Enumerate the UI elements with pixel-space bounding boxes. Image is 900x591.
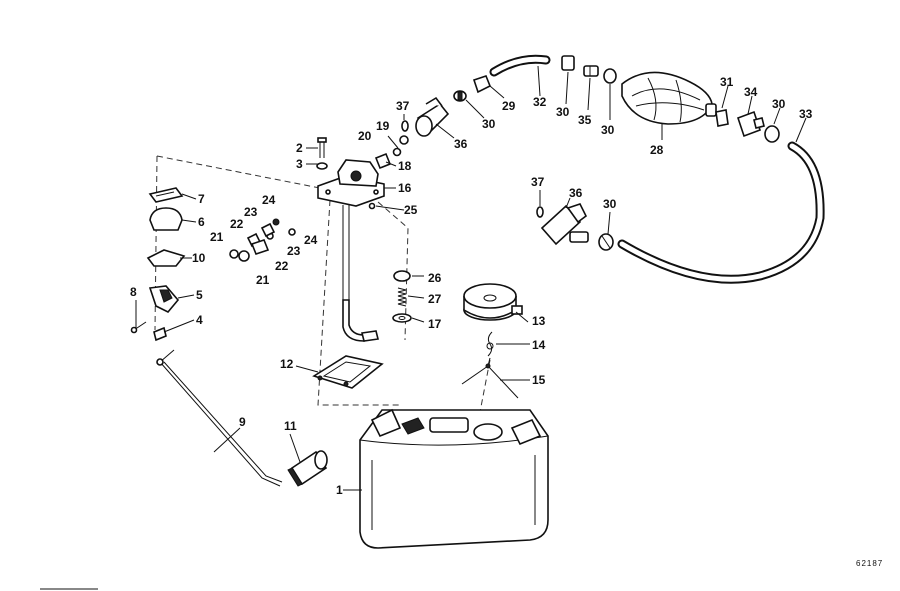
primer-bulb-part-28[interactable]	[621, 71, 717, 125]
connector-part-36-upper[interactable]	[415, 96, 450, 137]
retainer-part-15[interactable]	[461, 357, 519, 399]
gauge-housing-part-5[interactable]	[148, 285, 180, 313]
fitting-part-22-b[interactable]	[250, 239, 270, 255]
label-part-21-b: 21	[256, 273, 270, 287]
label-part-24-b: 24	[304, 233, 318, 247]
fitting-part-31[interactable]	[715, 109, 729, 127]
label-part-24-a: 24	[262, 193, 276, 207]
fitting-part-21-a[interactable]	[229, 249, 239, 259]
label-part-13: 13	[532, 314, 546, 328]
label-part-8: 8	[130, 285, 137, 299]
fitting-part-30-a[interactable]	[453, 90, 467, 102]
reference-number: 62187	[856, 559, 883, 568]
label-part-10: 10	[192, 251, 206, 265]
label-part-7: 7	[198, 192, 205, 206]
fitting-part-30-b[interactable]	[561, 55, 575, 71]
label-part-19: 19	[376, 119, 390, 133]
clip-part-7[interactable]	[148, 187, 184, 203]
nut-part-4[interactable]	[153, 326, 167, 342]
label-part-12: 12	[280, 357, 294, 371]
screw-part-8[interactable]	[130, 321, 147, 334]
label-part-18: 18	[398, 159, 412, 173]
float-arm-part-9[interactable]	[156, 349, 283, 487]
oring-part-19[interactable]	[399, 135, 409, 145]
label-part-3: 3	[296, 157, 303, 171]
label-part-32: 32	[533, 95, 547, 109]
label-part-30-e: 30	[603, 197, 617, 211]
fitting-part-30-d[interactable]	[764, 125, 780, 143]
label-part-5: 5	[196, 288, 203, 302]
gasket-plate-part-12[interactable]	[312, 355, 384, 389]
fitting-part-30-c[interactable]	[603, 68, 617, 84]
label-part-36-a: 36	[454, 137, 468, 151]
oring-part-37-upper[interactable]	[401, 120, 409, 132]
gasket-part-10[interactable]	[146, 249, 186, 267]
washer-part-17[interactable]	[392, 313, 412, 323]
spring-part-27[interactable]	[397, 287, 407, 307]
cover-part-6[interactable]	[149, 207, 183, 231]
screw-part-2[interactable]	[317, 137, 327, 158]
label-part-35: 35	[578, 113, 592, 127]
label-part-11: 11	[284, 419, 297, 433]
label-part-4: 4	[196, 313, 203, 327]
label-part-30-a: 30	[482, 117, 496, 131]
washer-part-3[interactable]	[316, 162, 328, 170]
fitting-part-25[interactable]	[368, 202, 376, 210]
hose-part-32[interactable]	[489, 54, 551, 77]
label-part-1: 1	[336, 483, 343, 497]
label-part-27: 27	[428, 292, 442, 306]
filler-cap-part-13[interactable]	[463, 283, 523, 321]
label-part-2: 2	[296, 141, 303, 155]
label-part-6: 6	[198, 215, 205, 229]
label-part-9: 9	[239, 415, 246, 429]
label-part-16: 16	[398, 181, 412, 195]
label-part-37-a: 37	[396, 99, 410, 113]
fitting-part-23-b[interactable]	[260, 222, 276, 238]
connector-body-part-16[interactable]	[317, 159, 385, 342]
connector-part-36-lower[interactable]	[540, 203, 589, 246]
label-part-33: 33	[799, 107, 813, 121]
label-part-25: 25	[404, 203, 418, 217]
label-part-14: 14	[532, 338, 546, 352]
label-part-23-b: 23	[287, 244, 301, 258]
label-part-20: 20	[358, 129, 372, 143]
label-part-29: 29	[502, 99, 516, 113]
fitting-part-21-b[interactable]	[238, 250, 250, 262]
fitting-part-34[interactable]	[736, 110, 765, 138]
label-part-17: 17	[428, 317, 442, 331]
label-part-30-c: 30	[601, 123, 615, 137]
label-part-22-a: 22	[230, 217, 244, 231]
fitting-part-29[interactable]	[472, 75, 492, 94]
fitting-part-24-a[interactable]	[272, 218, 280, 226]
part-number-labels: 1 2 3 4 5 6 7 8 9 10 11 12 13 14 15 16 1…	[130, 75, 883, 568]
label-part-21-a: 21	[210, 230, 224, 244]
label-part-30-d: 30	[772, 97, 786, 111]
float-part-11[interactable]	[287, 450, 328, 487]
disk-part-26[interactable]	[393, 270, 411, 282]
label-part-37-b: 37	[531, 175, 545, 189]
fitting-part-18[interactable]	[374, 152, 392, 170]
label-part-36-b: 36	[569, 186, 583, 200]
fitting-part-35[interactable]	[583, 65, 599, 77]
leader-lines	[135, 65, 807, 491]
label-part-22-b: 22	[275, 259, 289, 273]
label-part-31: 31	[720, 75, 734, 89]
label-part-30-b: 30	[556, 105, 570, 119]
label-part-15: 15	[532, 373, 546, 387]
oring-part-37-lower[interactable]	[536, 206, 544, 218]
hose-part-33[interactable]	[617, 141, 825, 284]
fitting-part-24-b[interactable]	[288, 228, 296, 236]
label-part-26: 26	[428, 271, 442, 285]
oring-part-20[interactable]	[392, 147, 402, 157]
label-part-34: 34	[744, 85, 758, 99]
label-part-28: 28	[650, 143, 664, 157]
fuel-tank-part-1[interactable]	[355, 408, 549, 549]
fitting-part-30-e[interactable]	[598, 233, 614, 251]
label-part-23-a: 23	[244, 205, 258, 219]
chain-part-14[interactable]	[486, 331, 494, 357]
